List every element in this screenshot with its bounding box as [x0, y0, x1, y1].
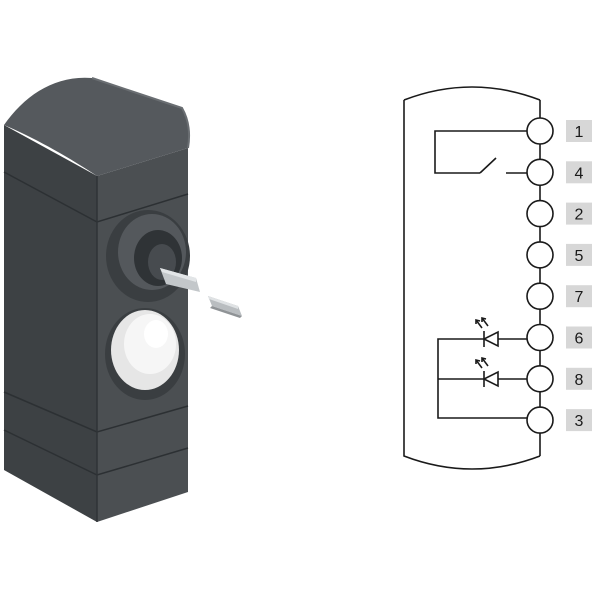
- terminal-6: [526, 323, 554, 352]
- pin-label-box: [566, 367, 592, 390]
- pin-label: 5: [575, 248, 584, 265]
- terminal-3: [526, 406, 554, 434]
- pin-label-box: [566, 202, 592, 225]
- pin-label: 8: [575, 372, 584, 389]
- terminal-4: [526, 158, 554, 187]
- illuminated-pushbutton-icon: [105, 308, 185, 400]
- schematic-housing-outline: [403, 86, 541, 470]
- pin-label: 3: [575, 413, 584, 430]
- pin-label: 2: [575, 207, 584, 224]
- pin-label: 6: [575, 331, 584, 348]
- pin-label-box: [566, 326, 592, 349]
- key-switch-icon: [106, 210, 200, 302]
- device-left-face: [4, 125, 97, 522]
- device-top-edge-highlight: [91, 77, 191, 149]
- terminal-group: 1 4 2 5 7 6 8 3: [526, 117, 592, 434]
- terminal-2: [526, 199, 554, 228]
- switch-contact-icon: [434, 130, 527, 174]
- led-diode-icon: [438, 356, 527, 388]
- terminal-8: [526, 364, 554, 393]
- actuator-key-icon: [208, 296, 242, 318]
- safety-switch-device: [3, 77, 242, 522]
- pin-label-box: [566, 120, 592, 142]
- terminal-5: [526, 241, 554, 269]
- device-top-face: [4, 77, 190, 176]
- terminal-1: [526, 117, 554, 145]
- pin-label-box: [566, 285, 592, 308]
- led-diode-icon: [437, 316, 527, 419]
- pin-label: 7: [575, 289, 584, 306]
- pin-label: 1: [575, 124, 584, 141]
- pin-label-box: [566, 409, 592, 432]
- terminal-7: [526, 282, 554, 311]
- pin-label: 4: [575, 165, 584, 182]
- pin-label-box: [566, 161, 592, 184]
- wiring-schematic: 1 4 2 5 7 6 8 3: [403, 86, 592, 470]
- pin-label-box: [566, 243, 592, 266]
